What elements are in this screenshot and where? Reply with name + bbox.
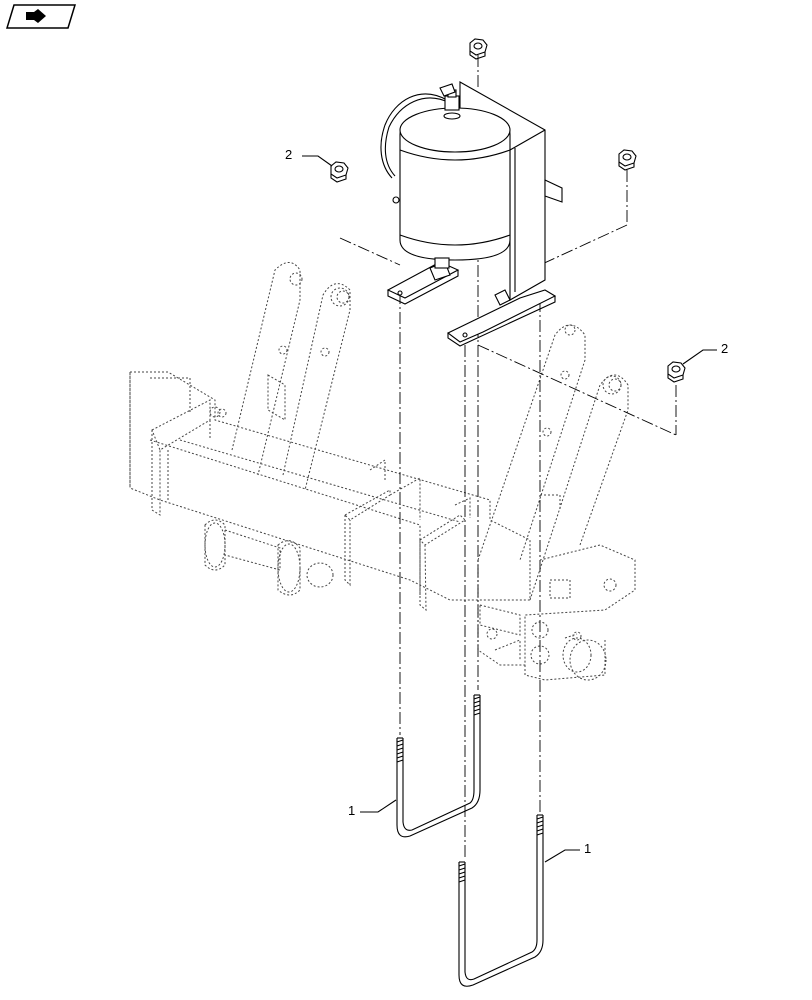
callout-1-upper: 1 bbox=[348, 803, 356, 818]
u-bolt bbox=[396, 694, 544, 987]
parallelogram-flag-icon bbox=[5, 4, 77, 29]
callout-2-right: 2 bbox=[721, 341, 729, 356]
leader-lines bbox=[302, 155, 717, 863]
air-tank-icon bbox=[380, 83, 511, 269]
callout-1-lower: 1 bbox=[584, 841, 592, 856]
nav-back-button[interactable] bbox=[5, 4, 77, 29]
phantom-frame bbox=[129, 262, 636, 681]
mounting-bracket bbox=[386, 81, 563, 347]
callout-2-left: 2 bbox=[285, 147, 293, 162]
hex-nut-icon bbox=[330, 38, 686, 383]
assembly-centerlines bbox=[339, 55, 677, 860]
